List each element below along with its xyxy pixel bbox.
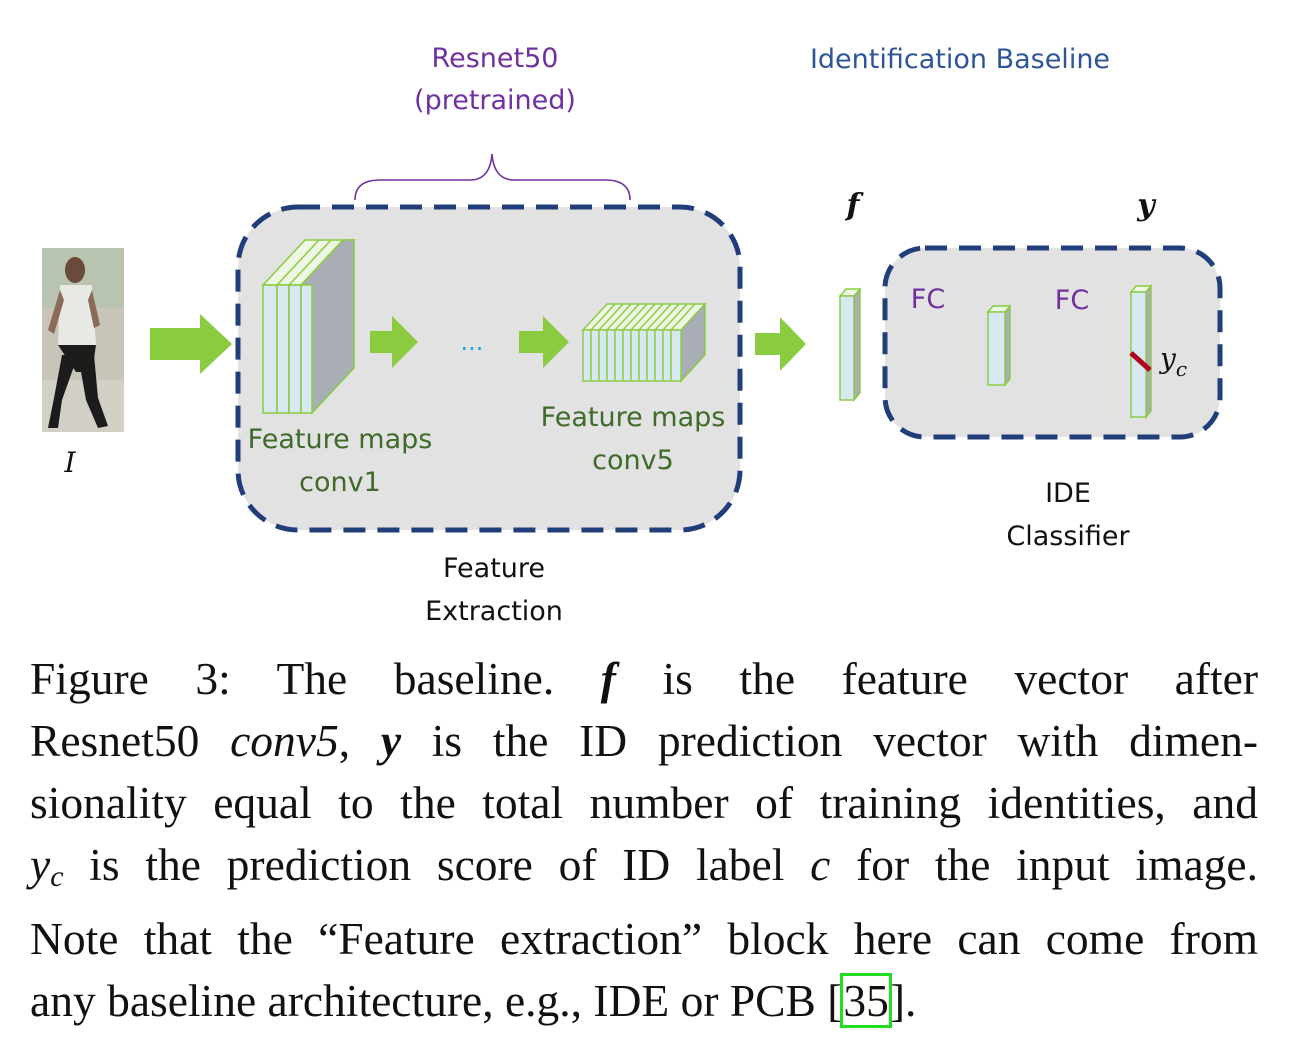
figure-caption: Figure 3: The baseline. f is the feature… [30,648,1258,1032]
caption-l2-b: , [338,715,381,766]
fm-conv5-label-1: Feature maps [541,402,726,433]
hidden-vector [986,304,1012,387]
caption-yc-sub: c [50,860,64,893]
fc1-label: FC [911,284,945,315]
caption-l1-a: Figure 3: The baseline. [30,653,601,704]
f-label: f [845,188,865,223]
caption-line-2: Resnet50 conv5, y is the ID prediction v… [30,710,1258,772]
caption-l6-a: any baseline architecture, e.g., IDE or … [30,975,828,1026]
classifier-label: Classifier [1006,521,1130,552]
caption-line-6: any baseline architecture, e.g., IDE or … [30,970,1258,1032]
arrow-input-to-extractor [150,314,232,374]
caption-line-5: Note that the “Feature extraction” block… [30,913,1258,964]
yc-highlight-mark [1129,351,1152,372]
resnet-brace [354,153,631,201]
caption-conv5: conv5 [230,715,339,766]
prediction-vector-y [1129,284,1153,419]
citation-link-35[interactable]: 35 [840,973,892,1028]
resnet50-label: Resnet50 [432,43,559,74]
caption-y-symbol: y [380,715,402,766]
baseline-diagram: Resnet50 (pretrained) Identification Bas… [42,43,1223,627]
feature-maps-conv5-stack [581,302,707,383]
feature-maps-conv1-stack [261,239,356,415]
y-label: y [1136,188,1157,223]
fm-conv1-label-1: Feature maps [248,424,433,455]
yc-label: yc [1158,342,1187,381]
yc-label-main: y [1158,342,1177,375]
feature-extraction-label-2: Extraction [425,596,563,627]
yc-label-sub: c [1176,357,1187,381]
caption-line-4: yc is the prediction score of ID label c… [30,834,1258,908]
feature-vector-f [838,287,862,402]
fc2-label: FC [1055,285,1089,316]
caption-cite-close: ]. [889,975,917,1026]
caption-l4-a: is the prediction score of ID label [63,839,811,890]
input-label: I [63,446,76,479]
caption-l1-b: is the feature vector after [615,653,1259,704]
caption-c-var: c [810,839,831,890]
input-person-image [42,248,124,432]
feature-extraction-box [235,204,743,533]
pretrained-label: (pretrained) [414,85,576,116]
arrow-conv1-to-ellipsis [370,316,418,368]
caption-line-1: Figure 3: The baseline. f is the feature… [30,648,1258,710]
caption-cite-open: [ [827,975,843,1026]
caption-l2-a: Resnet50 [30,715,231,766]
arrow-extractor-to-f [755,317,806,371]
caption-line-3: sionality equal to the total number of t… [30,777,1258,828]
caption-l4-b: for the input image. [830,839,1258,890]
caption-yc-main: y [30,839,51,890]
feature-extraction-label-1: Feature [443,553,545,584]
fm-conv5-label-2: conv5 [592,445,674,476]
ide-label: IDE [1045,478,1091,509]
fm-conv1-label-2: conv1 [299,467,381,498]
ellipsis: ... [461,328,484,356]
identification-baseline-label: Identification Baseline [810,44,1110,75]
caption-f-symbol: f [600,653,616,704]
arrow-ellipsis-to-conv5 [519,316,569,368]
caption-l2-c: is the ID prediction vector with dimen- [401,715,1259,766]
